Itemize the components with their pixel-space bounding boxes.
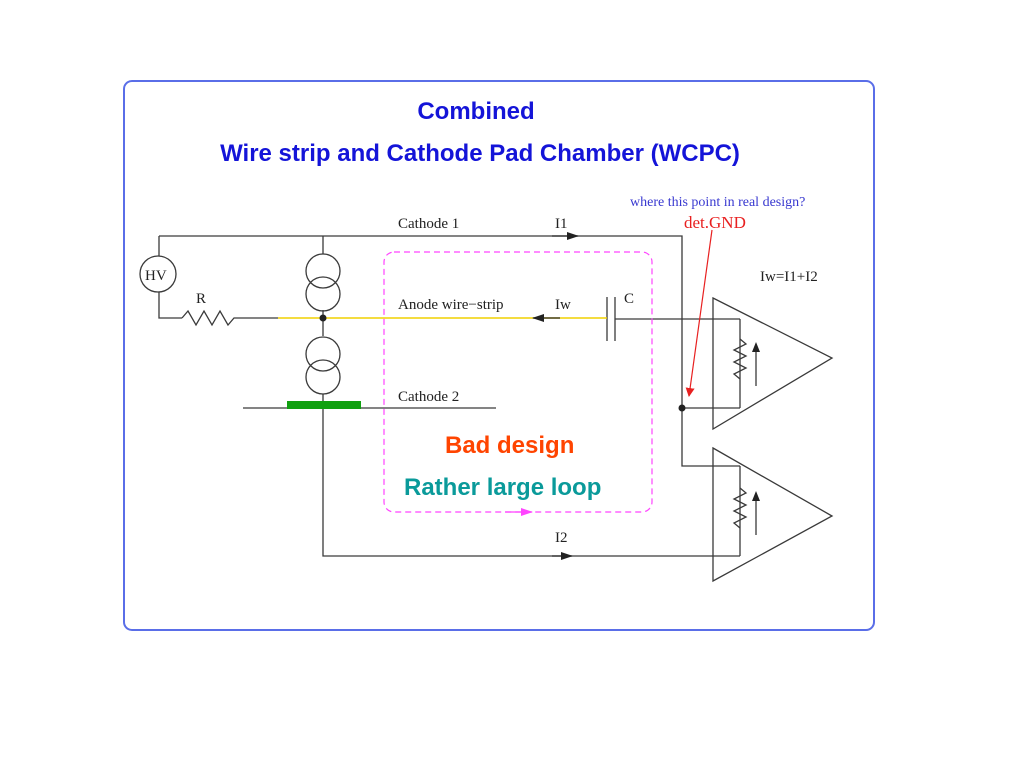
ground-junction-dot <box>678 404 686 412</box>
r-label: R <box>196 291 206 307</box>
amp-2-arrow-head <box>752 491 760 501</box>
large-loop-label: Rather large loop <box>404 474 602 501</box>
det-gnd-annotation: det.GND <box>684 213 746 232</box>
current-source-upper-a <box>305 253 341 289</box>
amp-2-feedback-resistor <box>732 487 748 529</box>
amplifier-1 <box>712 296 834 431</box>
title-line-2: Wire strip and Cathode Pad Chamber (WCPC… <box>220 140 740 167</box>
anode-label: Anode wire−strip <box>398 297 504 313</box>
cathode-2-pad <box>287 401 361 409</box>
amplifier-2 <box>712 446 834 583</box>
sum-label: Iw=I1+I2 <box>760 269 818 285</box>
title-line-1: Combined <box>417 98 535 125</box>
resistor-r <box>181 309 278 327</box>
anode-junction-dot <box>319 314 327 322</box>
amp-1-feedback-resistor <box>732 338 748 380</box>
slide-frame <box>123 80 875 631</box>
c-label: C <box>624 291 634 307</box>
cathode-2-label: Cathode 2 <box>398 389 459 405</box>
amp-2-input-wire <box>681 408 740 467</box>
current-source-lower-b <box>305 359 341 395</box>
question-annotation: where this point in real design? <box>630 195 805 210</box>
hv-source-icon <box>139 255 177 293</box>
current-source-lower-a <box>305 336 341 372</box>
det-gnd-pointer-arrow-icon <box>685 229 713 397</box>
hv-bottom-lead <box>158 292 182 319</box>
cathode-1-wire <box>159 235 683 408</box>
iw-label: Iw <box>555 297 571 313</box>
bad-design-label: Bad design <box>445 432 575 459</box>
i2-label: I2 <box>555 530 568 546</box>
amp-1-arrow-head <box>752 342 760 352</box>
large-loop-outline <box>383 251 653 513</box>
i1-label: I1 <box>555 216 568 232</box>
current-source-upper-b <box>305 276 341 312</box>
hv-label: HV <box>145 268 167 284</box>
cathode-1-label: Cathode 1 <box>398 216 459 232</box>
